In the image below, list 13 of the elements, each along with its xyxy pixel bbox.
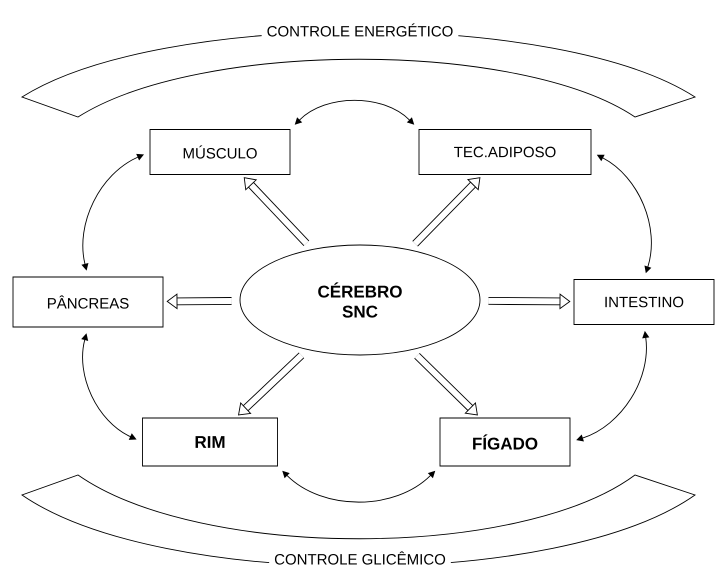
box: INTESTINO <box>574 279 714 325</box>
curved-arrow <box>294 100 414 125</box>
curved-arrow <box>282 470 436 503</box>
box: MÚSCULO <box>150 129 290 175</box>
band: CONTROLE GLICÊMICO <box>22 474 696 570</box>
box: FÍGADO <box>440 418 570 466</box>
hollow-arrow <box>244 177 310 246</box>
band: CONTROLE ENERGÉTICO <box>22 18 696 118</box>
box: PÂNCREAS <box>12 276 164 328</box>
hollow-arrow <box>414 352 478 416</box>
hollow-arrow <box>412 177 480 246</box>
box: TEC.ADIPOSO <box>418 129 592 175</box>
box: RIM <box>142 418 278 466</box>
